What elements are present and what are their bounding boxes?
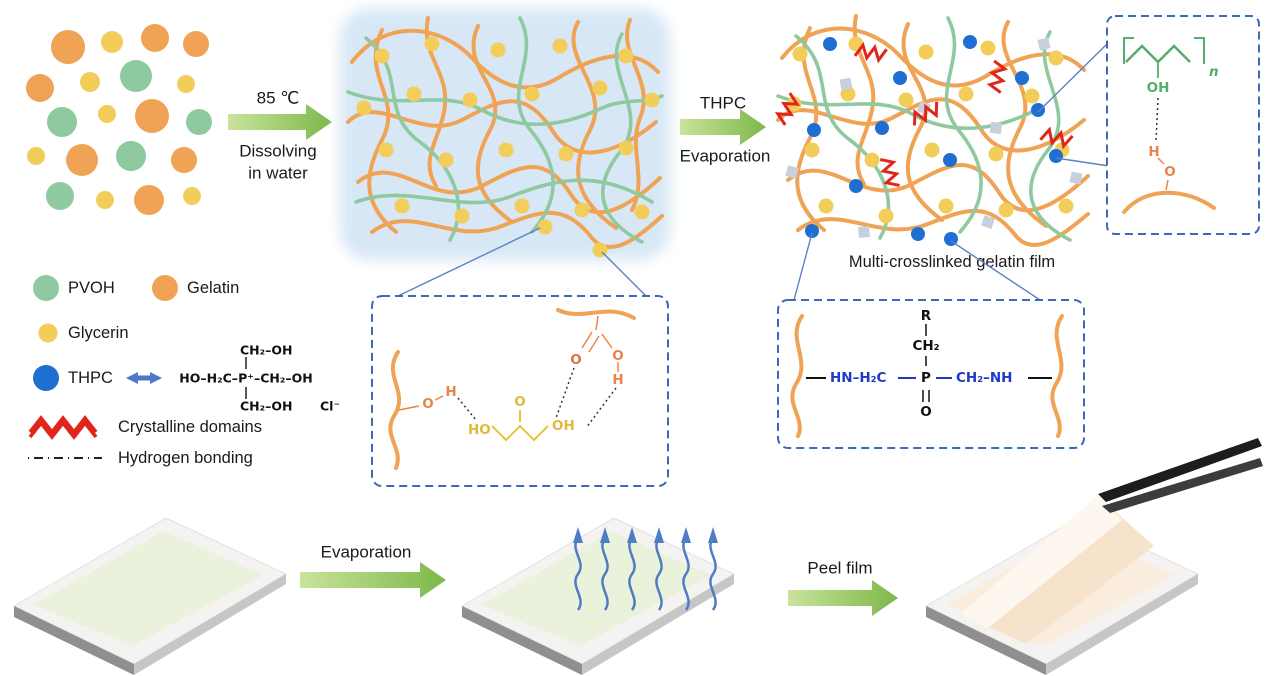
glycerin-swatch bbox=[38, 323, 58, 343]
gelatin-swatch bbox=[152, 275, 178, 301]
thpc-top-arm: CH₂–OH bbox=[240, 343, 292, 358]
peeled-film-underside bbox=[960, 496, 1122, 628]
glycerin-circles bbox=[27, 31, 201, 209]
thpc-swatch bbox=[33, 365, 59, 391]
gelatin-chains-solution bbox=[346, 16, 664, 249]
thpc-equivalence-arrow bbox=[126, 372, 162, 384]
evaporation-arrow bbox=[300, 562, 446, 598]
crystalline-legend-swatch bbox=[28, 415, 98, 440]
crosslink-inset-box bbox=[777, 299, 1085, 449]
evaporation-step-label: Evaporation bbox=[680, 147, 771, 166]
thpc-arrow bbox=[680, 109, 766, 145]
thpc-legend-label: THPC bbox=[68, 369, 113, 387]
peeling-plate bbox=[925, 438, 1263, 676]
hydroxyl-o-label: O bbox=[612, 348, 623, 364]
o-chain-bond bbox=[1165, 179, 1169, 191]
ch2-top-label: CH₂ bbox=[912, 338, 939, 354]
thpc-dots-network bbox=[805, 35, 1063, 246]
glycerin-hbond-inset: O H HO O OH O O H bbox=[371, 295, 669, 487]
thpc-bottom-arm: CH₂–OH bbox=[240, 399, 292, 414]
temperature-label: 85 ℃ bbox=[257, 89, 300, 108]
thpc-step-label: THPC bbox=[700, 94, 746, 113]
glycerin-skeleton bbox=[491, 424, 549, 442]
dissolve-arrow bbox=[228, 104, 332, 140]
casting-plate-2 bbox=[461, 517, 735, 676]
pvoh-legend-label: PVOH bbox=[68, 279, 115, 297]
pvoh-inset-box bbox=[1106, 15, 1260, 235]
gelatin-circles bbox=[26, 24, 209, 215]
left-chain-label: HN–H₂C bbox=[830, 370, 887, 386]
junction-squares bbox=[785, 37, 1083, 239]
dissolving-label: Dissolving bbox=[239, 142, 316, 161]
water-h-label: H bbox=[1148, 144, 1159, 160]
polymer-solution bbox=[340, 8, 670, 260]
pvoh-swatch bbox=[33, 275, 59, 301]
thpc-chloride: Cl⁻ bbox=[320, 399, 340, 414]
gelatin-chain-left bbox=[388, 350, 402, 470]
crosslinked-network bbox=[773, 14, 1090, 247]
gelatin-chain-left bbox=[790, 314, 804, 438]
right-chain-label: CH₂–NH bbox=[956, 370, 1012, 386]
product-label: Multi-crosslinked gelatin film bbox=[849, 253, 1055, 271]
hydrogen-legend-label: Hydrogen bonding bbox=[118, 449, 253, 467]
in-water-label: in water bbox=[248, 164, 308, 183]
ingredient-mixture bbox=[26, 24, 212, 215]
pvoh-hbond-inset: n OH H O bbox=[1106, 15, 1260, 235]
inset-connector-lines bbox=[397, 41, 1110, 301]
evaporation-label: Evaporation bbox=[321, 543, 412, 562]
legend: PVOH Gelatin Glycerin THPC CH₂–OH HO–H₂C… bbox=[28, 275, 340, 467]
step2-arrow-group: THPC Evaporation bbox=[680, 94, 771, 166]
crystalline-legend-label: Crystalline domains bbox=[118, 418, 262, 436]
gelatin-legend-label: Gelatin bbox=[187, 279, 239, 297]
step1-arrow-group: 85 ℃ Dissolving in water bbox=[228, 89, 332, 183]
glycerin-inset-box bbox=[371, 295, 669, 487]
hydrogen-bond-dots bbox=[1155, 97, 1159, 143]
thpc-structure: CH₂–OH HO–H₂C– P⁺ –CH₂–OH CH₂–OH Cl⁻ bbox=[179, 343, 340, 414]
pvoh-repeat-unit bbox=[1123, 37, 1205, 78]
gelatin-chain-top bbox=[556, 308, 636, 320]
thpc-left-arm: HO–H₂C– bbox=[179, 371, 238, 386]
oxygen-label: O bbox=[920, 404, 931, 420]
r-group-label: R bbox=[921, 308, 932, 324]
pvoh-circles bbox=[46, 60, 212, 210]
gelatin-chain-segment bbox=[1122, 190, 1216, 214]
vapor-arrows bbox=[573, 527, 718, 611]
glycerin-dots-network bbox=[786, 36, 1074, 224]
water-o-label: O bbox=[1164, 164, 1175, 180]
water-o-label: O bbox=[422, 396, 433, 412]
peel-film-label: Peel film bbox=[807, 559, 872, 578]
repeat-n-label: n bbox=[1209, 64, 1219, 80]
hydroxyl-h-label: H bbox=[612, 372, 623, 388]
tweezers bbox=[1098, 438, 1263, 513]
h-o-bond bbox=[1157, 157, 1165, 165]
hbond-dots-3 bbox=[585, 387, 617, 429]
glycerin-dots-solution bbox=[356, 36, 660, 258]
crosslink-inset: HN–H₂C P CH₂–NH R CH₂ O bbox=[777, 299, 1085, 449]
bottom-step1-arrow-group: Evaporation bbox=[300, 543, 446, 598]
carbonyl-o-label: O bbox=[570, 352, 581, 368]
casting-plate-1 bbox=[13, 517, 287, 676]
gelatin-chain-right bbox=[1050, 314, 1064, 438]
glycerin-o-label: O bbox=[514, 394, 525, 410]
glycerin-ho-label: HO bbox=[468, 422, 491, 438]
thpc-phosphorus: P⁺ bbox=[238, 371, 254, 386]
peel-arrow bbox=[788, 580, 898, 616]
cast-film-1 bbox=[34, 531, 263, 646]
hbond-dots-2 bbox=[555, 367, 575, 419]
phosphorus-label: P bbox=[921, 370, 931, 386]
bottom-step2-arrow-group: Peel film bbox=[788, 559, 898, 616]
glycerin-oh-label: OH bbox=[552, 418, 575, 434]
cast-film-2 bbox=[482, 531, 711, 646]
pvoh-oh-label: OH bbox=[1147, 80, 1170, 96]
water-h-label: H bbox=[445, 384, 456, 400]
glycerin-legend-label: Glycerin bbox=[68, 324, 129, 342]
thpc-right-arm: –CH₂–OH bbox=[254, 371, 313, 386]
